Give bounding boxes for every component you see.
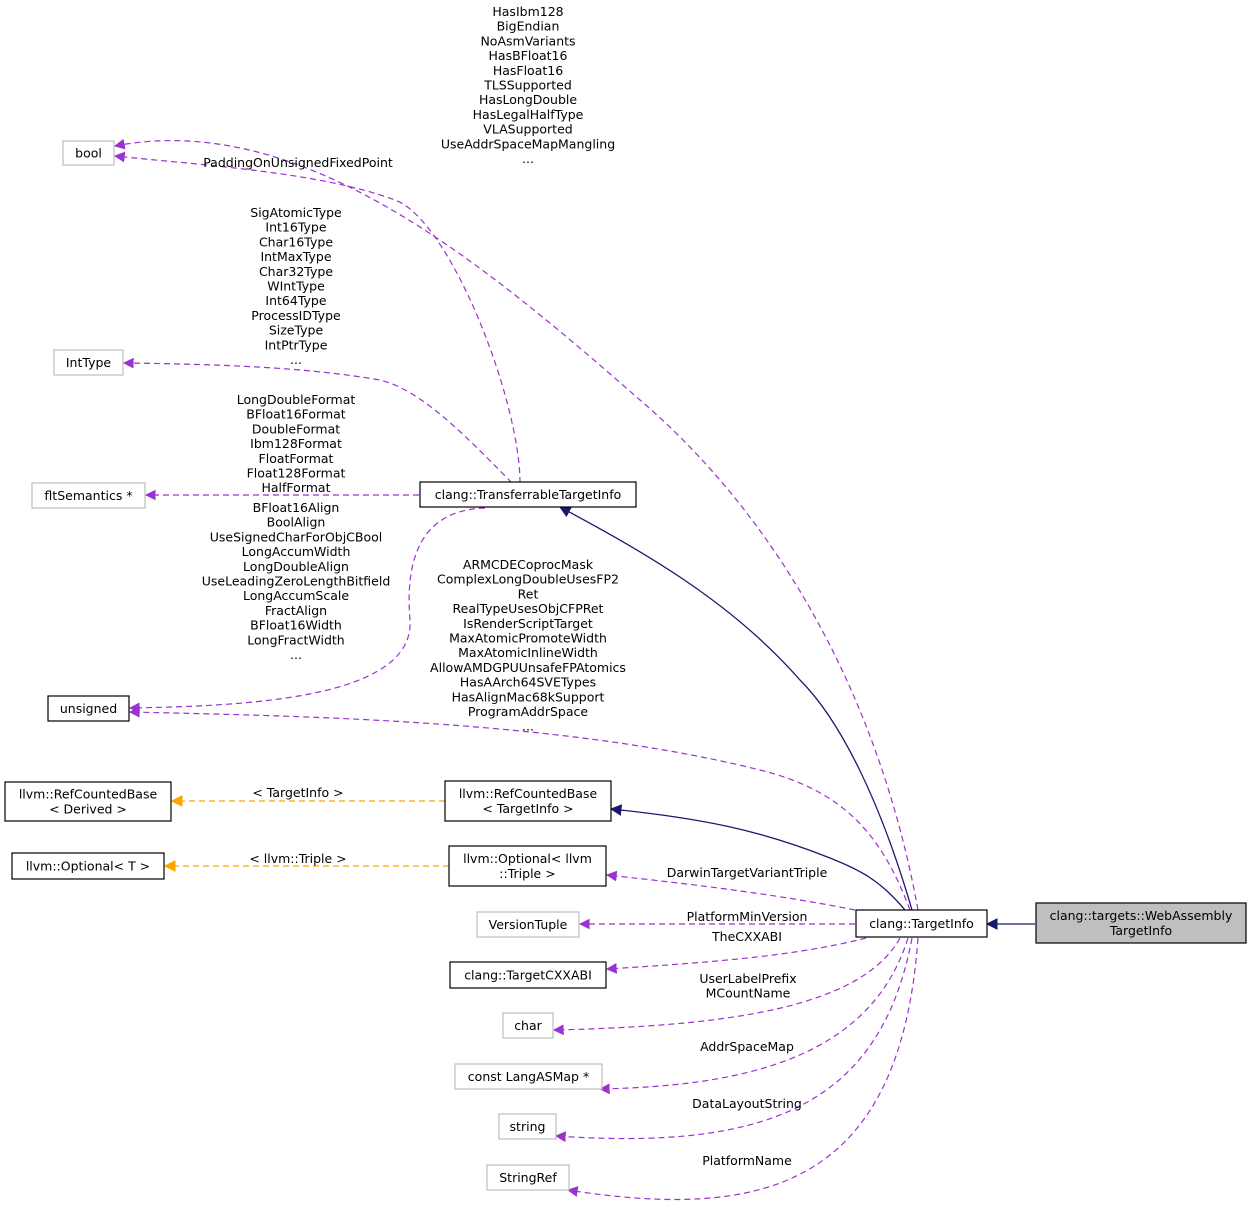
edge-label-string-usage: DataLayoutString: [692, 1096, 802, 1111]
edge-char-from-targetinfo: [552, 937, 901, 1036]
node-char-label: char: [514, 1018, 542, 1033]
edge-label-langasmap-usage: AddrSpaceMap: [700, 1039, 794, 1054]
edge-label-stringref-usage: PlatformName: [702, 1153, 792, 1168]
edge-label-bool-from-transferrable: PaddingOnUnsignedFixedPoint: [203, 155, 393, 170]
node-inttype[interactable]: IntType: [53, 349, 124, 376]
edge-unsigned-from-targetinfo: [128, 706, 911, 911]
node-langasmap[interactable]: const LangASMap *: [454, 1063, 603, 1090]
node-string-label: string: [510, 1119, 546, 1134]
node-optional-t[interactable]: llvm::Optional< T >: [11, 852, 165, 880]
node-versiontuple-label: VersionTuple: [489, 917, 568, 932]
edge-label-refcounted-template: < TargetInfo >: [252, 785, 343, 800]
node-versiontuple[interactable]: VersionTuple: [476, 911, 580, 938]
edge-label-versiontuple-usage: PlatformMinVersion: [687, 909, 808, 924]
edge-langasmap-from-targetinfo: [598, 937, 909, 1095]
node-unsigned[interactable]: unsigned: [47, 695, 130, 722]
node-refcounted-targetinfo[interactable]: llvm::RefCountedBase< TargetInfo >: [444, 780, 612, 822]
node-langasmap-label: const LangASMap *: [468, 1069, 589, 1084]
node-bool[interactable]: bool: [62, 140, 115, 166]
node-string[interactable]: string: [498, 1113, 557, 1140]
edge-label-optional-triple-usage: DarwinTargetVariantTriple: [667, 865, 828, 880]
node-refcounted-derived[interactable]: llvm::RefCountedBase< Derived >: [4, 781, 172, 822]
edge-unsigned-from-transferrable: [128, 507, 486, 714]
node-optional-t-label: llvm::Optional< T >: [26, 859, 150, 874]
node-targetinfo[interactable]: clang::TargetInfo: [855, 909, 988, 938]
node-bool-label: bool: [75, 146, 102, 161]
edge-stringref-from-targetinfo: [566, 937, 919, 1201]
edge-inttype-from-transferrable: [122, 357, 513, 484]
edge-label-targetcxxabi-usage: TheCXXABI: [711, 929, 782, 944]
edge-optional-triple-from-targetinfo: [605, 870, 856, 911]
node-targetcxxabi[interactable]: clang::TargetCXXABI: [449, 961, 607, 989]
edge-targetcxxabi-from-targetinfo: [605, 937, 867, 974]
node-transferrable[interactable]: clang::TransferrableTargetInfo: [419, 481, 637, 508]
node-stringref[interactable]: StringRef: [486, 1164, 570, 1191]
node-optional-triple[interactable]: llvm::Optional< llvm::Triple >: [448, 845, 607, 887]
node-unsigned-label: unsigned: [60, 701, 117, 716]
node-transferrable-label: clang::TransferrableTargetInfo: [435, 487, 622, 502]
edge-bool-from-targetinfo: [113, 138, 919, 911]
node-targetinfo-label: clang::TargetInfo: [869, 916, 974, 931]
node-inttype-label: IntType: [66, 355, 112, 370]
node-stringref-label: StringRef: [499, 1170, 557, 1185]
edge-targetinfo-to-transferrable: [558, 506, 913, 911]
edge-bool-from-transferrable: [113, 151, 521, 484]
node-char[interactable]: char: [502, 1012, 554, 1039]
node-optional-triple-label: llvm::Optional< llvm::Triple >: [463, 851, 592, 881]
node-fltsemantics-label: fltSemantics *: [44, 488, 132, 503]
node-fltsemantics[interactable]: fltSemantics *: [31, 482, 146, 509]
node-refcounted-derived-label: llvm::RefCountedBase< Derived >: [19, 787, 158, 817]
node-refcounted-targetinfo-label: llvm::RefCountedBase< TargetInfo >: [459, 786, 598, 816]
edge-label-optional-template: < llvm::Triple >: [249, 851, 346, 866]
edge-string-from-targetinfo: [554, 937, 913, 1143]
edge-targetinfo-to-refcounted: [609, 804, 906, 911]
node-targetcxxabi-label: clang::TargetCXXABI: [464, 968, 592, 983]
